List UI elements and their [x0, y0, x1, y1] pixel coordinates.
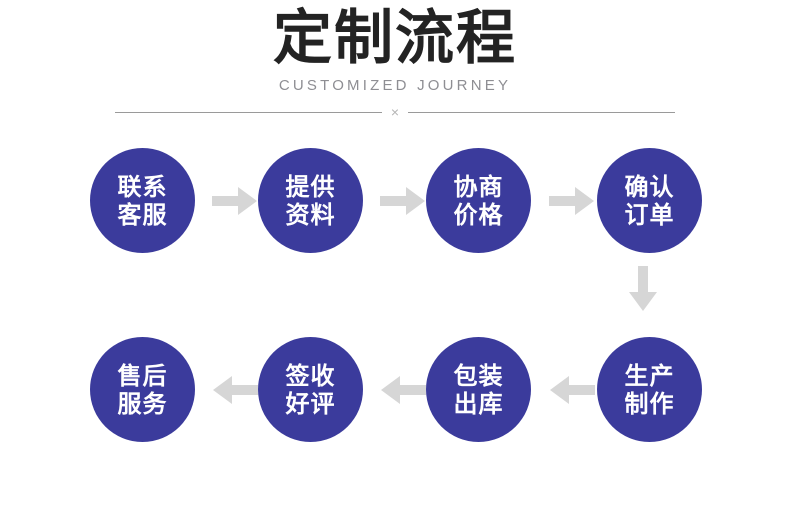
arrow-right-icon [380, 184, 426, 218]
arrow-right-icon [549, 184, 595, 218]
step-node-provide-materials[interactable]: 提供 资料 [258, 148, 363, 253]
header: 定制流程 CUSTOMIZED JOURNEY [0, 0, 790, 95]
step-node-packaging-shipping[interactable]: 包装 出库 [426, 337, 531, 442]
divider-line-left [115, 111, 382, 113]
divider-x-mark: × [390, 104, 400, 120]
page-title: 定制流程 [272, 3, 517, 72]
step-label: 售后 服务 [117, 361, 168, 418]
step-node-receive-review[interactable]: 签收 好评 [258, 337, 363, 442]
divider: × [115, 103, 675, 121]
step-label: 协商 价格 [453, 172, 504, 229]
step-node-confirm-order[interactable]: 确认 订单 [597, 148, 702, 253]
step-label: 确认 订单 [624, 172, 675, 229]
arrow-left-icon [549, 373, 595, 407]
arrow-right-icon [212, 184, 258, 218]
arrow-left-icon [212, 373, 258, 407]
step-node-negotiate-price[interactable]: 协商 价格 [426, 148, 531, 253]
arrow-down-icon [626, 266, 660, 312]
divider-line-right [408, 111, 675, 113]
step-node-production[interactable]: 生产 制作 [597, 337, 702, 442]
step-label: 包装 出库 [453, 361, 504, 418]
step-label: 提供 资料 [285, 172, 336, 229]
page-subtitle: CUSTOMIZED JOURNEY [278, 77, 512, 94]
step-label: 签收 好评 [285, 361, 336, 418]
step-node-after-sales-service[interactable]: 售后 服务 [90, 337, 195, 442]
arrow-left-icon [380, 373, 426, 407]
step-label: 生产 制作 [624, 361, 675, 418]
step-node-contact-support[interactable]: 联系 客服 [90, 148, 195, 253]
step-label: 联系 客服 [117, 172, 168, 229]
